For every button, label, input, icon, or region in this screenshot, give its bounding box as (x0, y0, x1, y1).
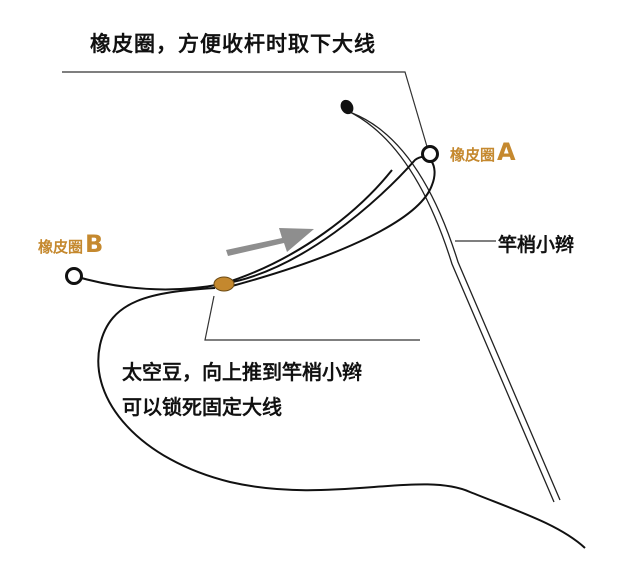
ring-a-letter: A (497, 138, 516, 166)
ring-a-text: 橡皮圈 (450, 146, 496, 164)
rod-tip-label: 竿梢小辫 (498, 234, 575, 256)
bead-leader-line (204, 295, 420, 341)
space-bean (213, 276, 235, 292)
bead-caption-line-2: 可以锁死固定大线 (122, 395, 282, 419)
direction-arrow (226, 228, 314, 256)
page-title: 橡皮圈，方便收杆时取下大线 (90, 32, 376, 56)
bead-caption-line-1: 太空豆，向上推到竿梢小辫 (122, 360, 362, 384)
ring-a-label: 橡皮圈A (450, 138, 516, 166)
rubber-ring-b (65, 267, 83, 285)
rod-tip (340, 99, 561, 503)
ring-b-label: 橡皮圈B (38, 230, 103, 258)
bead-caption: 太空豆，向上推到竿梢小辫 可以锁死固定大线 (122, 355, 362, 425)
rod-tip-cap (340, 99, 354, 115)
main-line (73, 155, 586, 549)
rubber-ring-a (421, 145, 439, 163)
title-leader-line (62, 71, 429, 151)
ring-b-letter: B (85, 230, 104, 258)
ring-b-text: 橡皮圈 (38, 238, 84, 256)
